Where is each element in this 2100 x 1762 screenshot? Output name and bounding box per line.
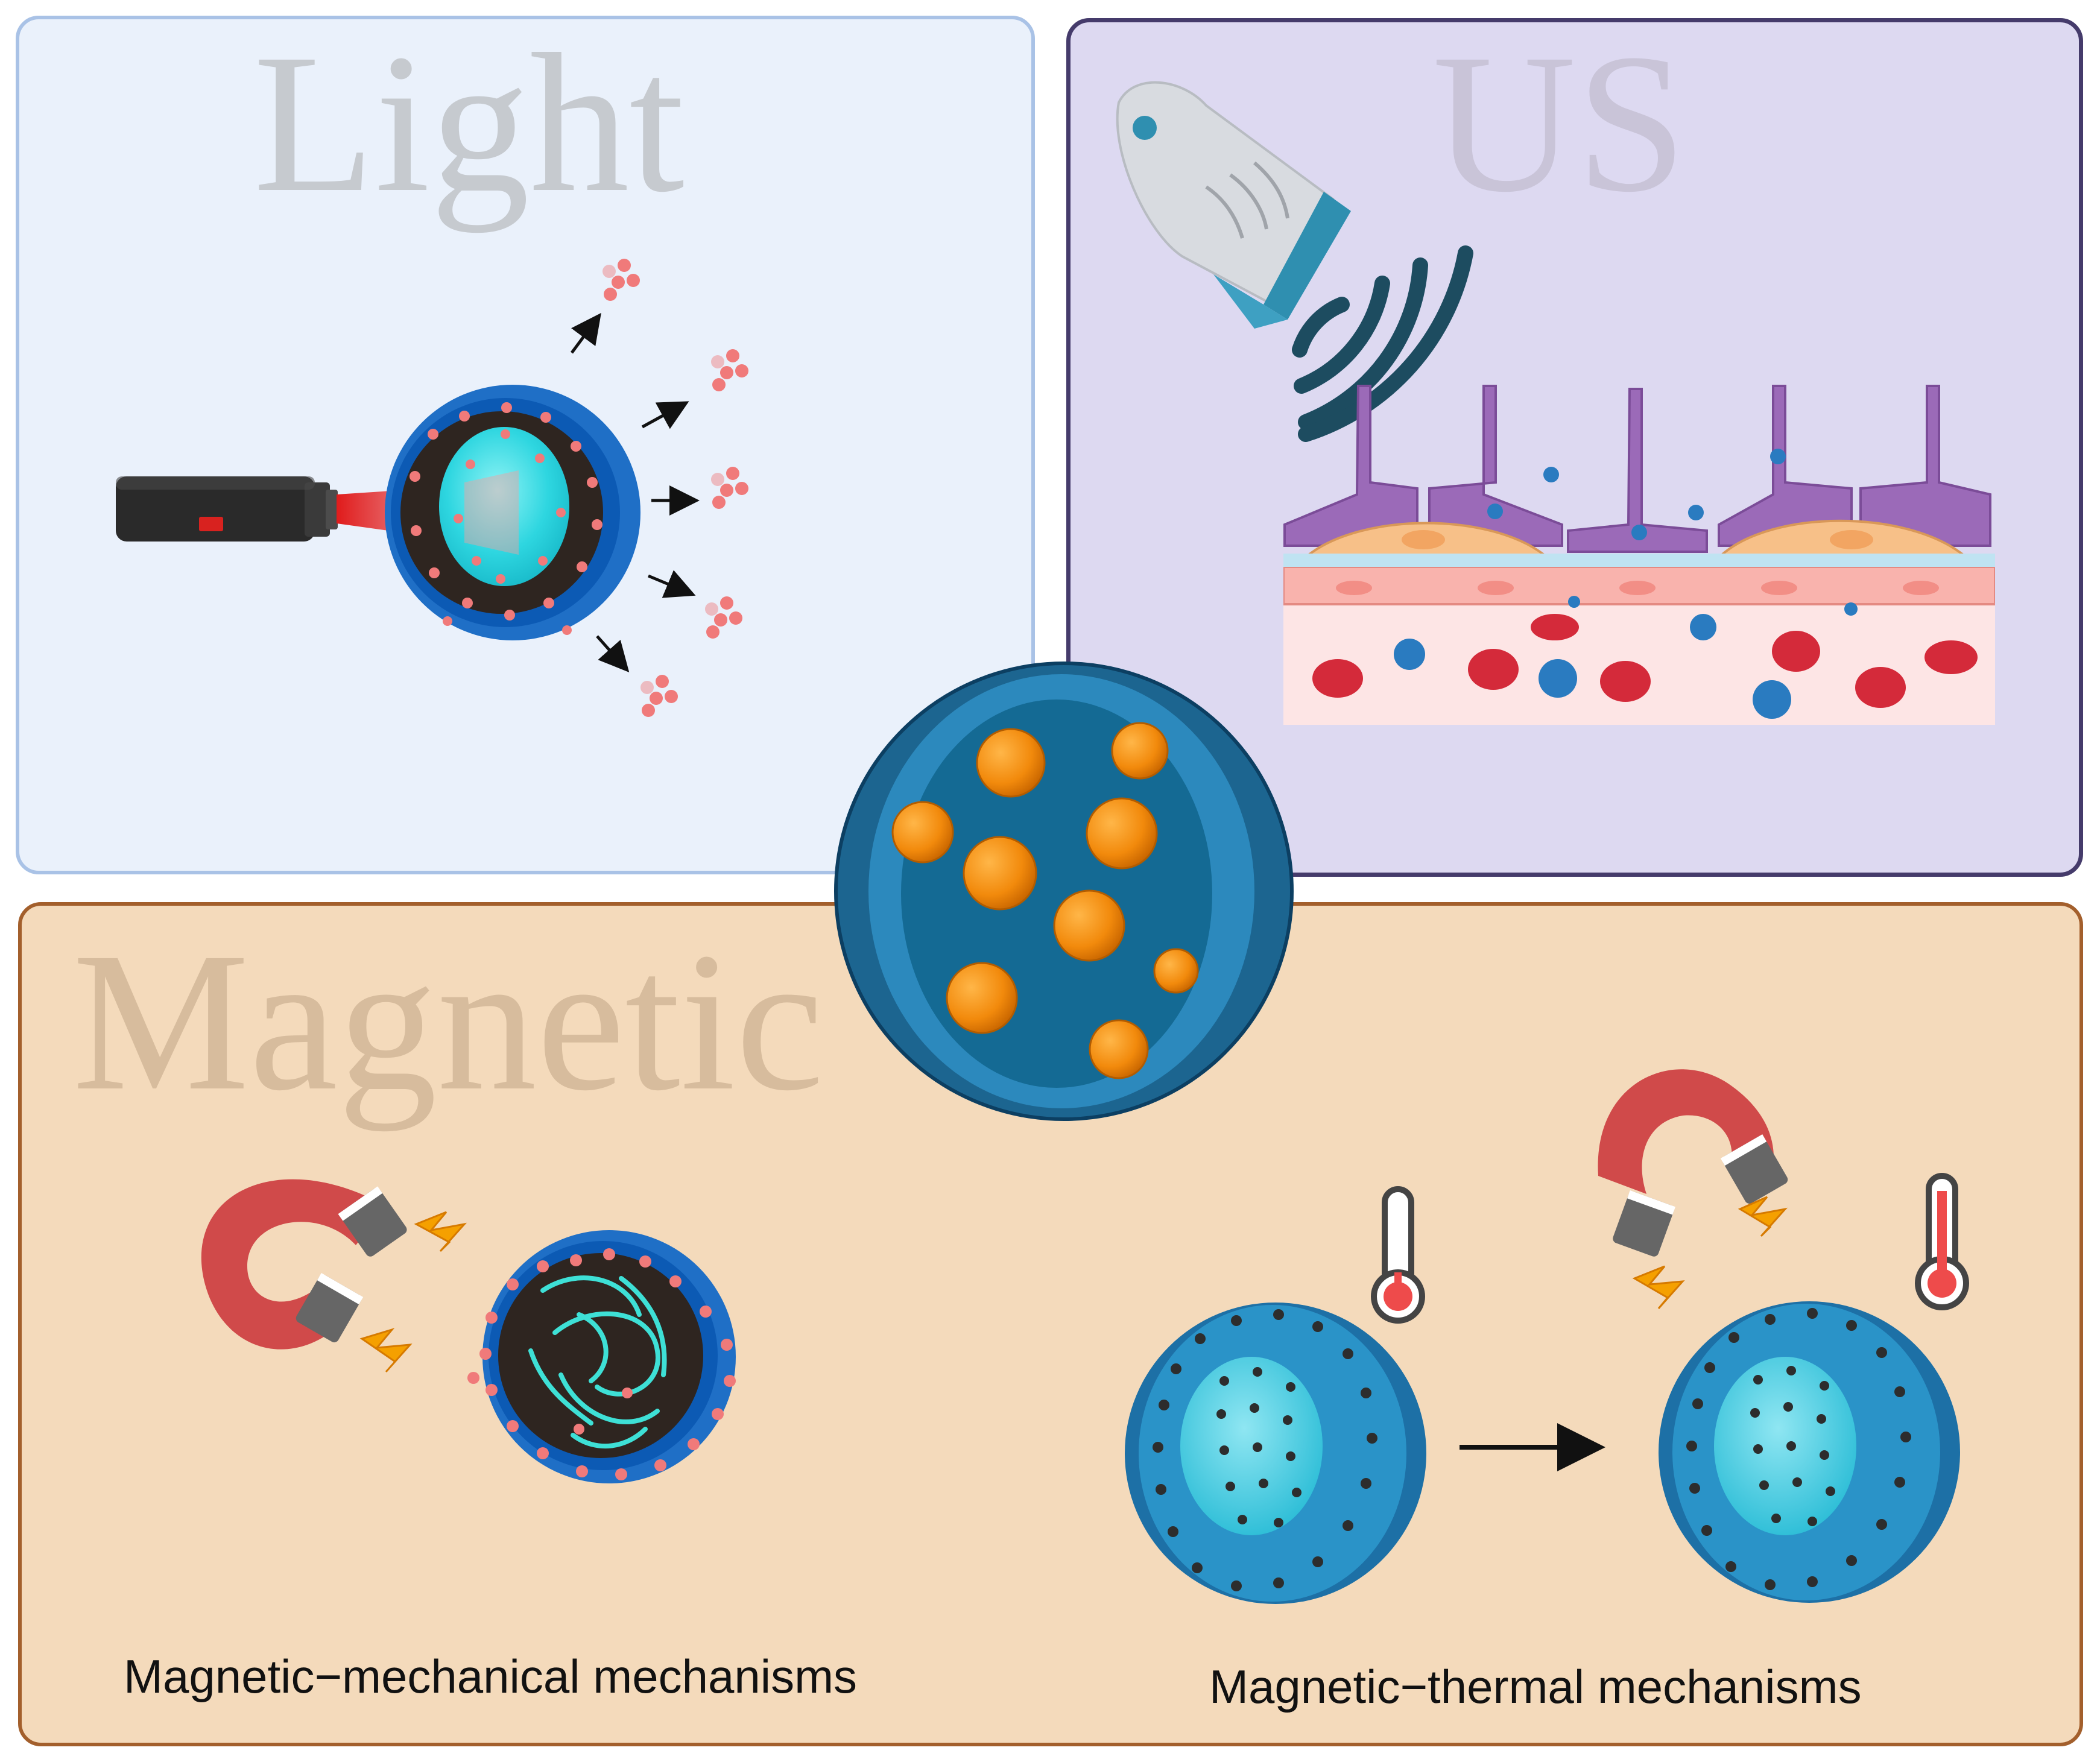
thermal-caption: Magnetic−thermal mechanisms [1209, 1660, 1862, 1713]
thermometer-icon [1371, 1186, 1425, 1324]
magnetic-title: Magnetic [72, 912, 824, 1132]
center-nanoparticle [834, 662, 1294, 1121]
release-arrows [570, 312, 700, 672]
light-nanoparticle [385, 385, 640, 640]
flashlight-icon [116, 476, 338, 542]
iron-oxide-dots [1153, 1308, 1911, 1591]
ultrasound-waves [1292, 245, 1473, 442]
mechanical-nanoparticle [467, 1230, 736, 1483]
thermometer-hot-icon [1915, 1173, 1969, 1310]
microbubbles [1487, 449, 1786, 540]
drug-particles [410, 402, 602, 635]
tissue-layer [1283, 567, 1995, 725]
thermal-nanoparticle-before [1125, 1303, 1426, 1604]
us-title: US [1432, 13, 1687, 233]
light-title: Light [253, 13, 685, 233]
released-drug-clusters [602, 259, 748, 717]
mechanical-caption: Magnetic−mechanical mechanisms [124, 1650, 858, 1703]
ultrasound-probe-icon [1116, 81, 1351, 329]
thermal-nanoparticle-after [1659, 1301, 1960, 1603]
horseshoe-magnet-icon [201, 1179, 467, 1372]
cell-membrane-layer [1283, 385, 1995, 567]
magnet-thermal-icon [1598, 1069, 1788, 1309]
